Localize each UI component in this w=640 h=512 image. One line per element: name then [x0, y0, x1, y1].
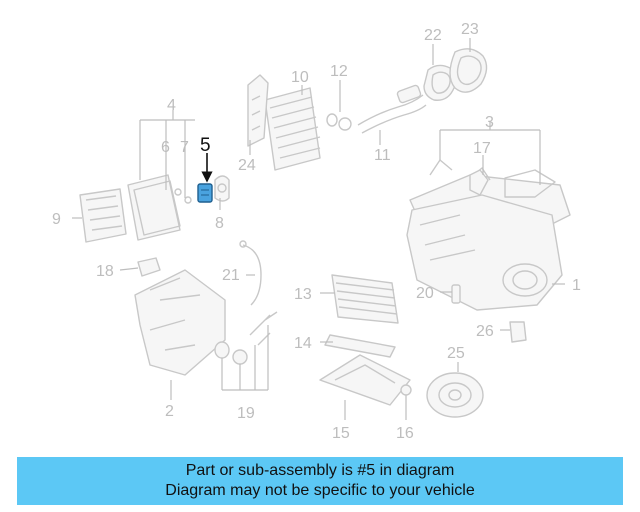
callout-26: 26	[476, 323, 494, 340]
callout-1: 1	[572, 277, 581, 294]
callout-23: 23	[461, 21, 479, 38]
leader-lines	[72, 38, 565, 420]
callout-labels: 1 2 3 4 5 6 7 8 9 10 11 12 13 14 15 16 1…	[52, 21, 581, 442]
part-5-highlighted[interactable]	[197, 183, 213, 203]
callout-4: 4	[167, 97, 176, 114]
tray-15	[319, 354, 411, 406]
callout-15: 15	[332, 425, 350, 442]
callout-8: 8	[215, 215, 224, 232]
part-20	[451, 284, 461, 304]
callout-19: 19	[237, 405, 255, 422]
o-rings-12	[326, 113, 352, 131]
callout-18: 18	[96, 263, 114, 280]
banner-line-part-number: Part or sub-assembly is #5 in diagram	[185, 462, 455, 479]
bracket-24	[247, 74, 269, 147]
callout-21: 21	[222, 267, 240, 284]
actuator-8	[214, 175, 230, 202]
part-26	[509, 321, 527, 343]
callout-9: 9	[52, 211, 61, 228]
callout-11: 11	[374, 147, 391, 164]
banner-line-disclaimer: Diagram may not be specific to your vehi…	[165, 482, 475, 499]
callout-6: 6	[161, 139, 170, 156]
callout-5: 5	[200, 135, 211, 156]
gasket-22	[423, 64, 457, 101]
bracket-14	[324, 334, 396, 358]
callout-22: 22	[424, 27, 442, 44]
blower-motor-25	[426, 372, 484, 418]
clips-6-7	[174, 188, 192, 204]
callout-13: 13	[294, 286, 312, 303]
hvac-case-1	[406, 194, 563, 311]
callout-2: 2	[165, 403, 174, 420]
lower-housing-2	[134, 269, 226, 376]
callout-24: 24	[238, 157, 256, 174]
cabin-filter-9	[79, 188, 127, 243]
callout-16: 16	[396, 425, 414, 442]
hose-21	[239, 240, 262, 306]
callout-7: 7	[180, 139, 189, 156]
callout-3: 3	[485, 114, 494, 131]
callout-25: 25	[447, 345, 465, 362]
pipe-11	[357, 84, 427, 134]
callout-10: 10	[291, 69, 309, 86]
callout-20: 20	[416, 285, 434, 302]
evaporator-10	[264, 87, 321, 171]
filter-13	[331, 274, 399, 324]
callout-17: 17	[473, 140, 491, 157]
clip-16	[400, 384, 412, 405]
bracket-18	[137, 257, 161, 277]
info-banner: Part or sub-assembly is #5 in diagram Di…	[17, 457, 623, 505]
callout-12: 12	[330, 63, 348, 80]
part-17	[469, 169, 489, 196]
callout-14: 14	[294, 335, 312, 352]
cabin-filter-housing-4	[127, 174, 181, 241]
gasket-23	[449, 48, 488, 93]
parts-diagram: 1 2 3 4 5 6 7 8 9 10 11 12 13 14 15 16 1…	[52, 21, 581, 442]
